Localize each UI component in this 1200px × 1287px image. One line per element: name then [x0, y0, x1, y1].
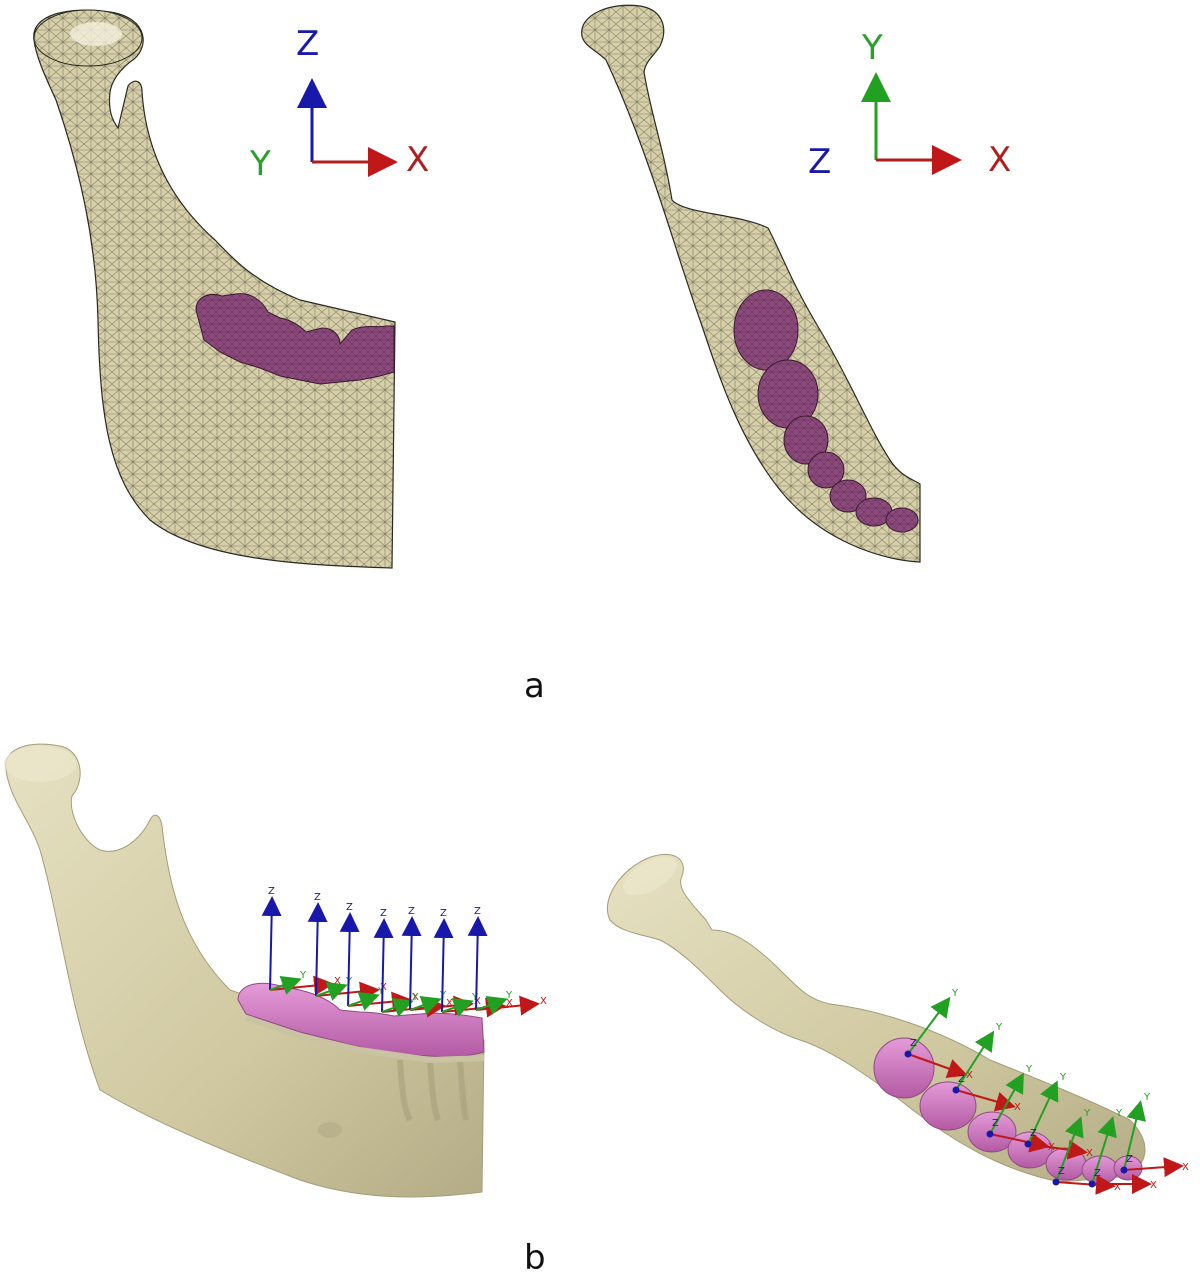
tooth-frame-y-label: Y: [505, 990, 513, 1001]
tooth-frame-x-axis: [1027, 1139, 1088, 1160]
tooth-frame-x-label: X: [506, 998, 513, 1009]
panel-a-left-axis-triad: [297, 78, 398, 177]
tooth-frame-z-axis: [373, 918, 394, 1013]
tooth-frame-y-axis: [1123, 1100, 1146, 1171]
tooth-frame-x-axis: [955, 1089, 1016, 1112]
panel-b-letter: b: [524, 1238, 546, 1278]
panel-b-right-tooth-frames: YXZYXZYXZYXZYXZYXZYXZ: [904, 988, 1189, 1195]
tooth-frame-origin: [1120, 1166, 1128, 1174]
panel-a-left-z-label: Z: [296, 24, 320, 64]
tooth-frame-origin: [1024, 1140, 1032, 1148]
tooth-frame-y-label: Y: [951, 988, 959, 999]
tooth-frame-z-label: Z: [346, 902, 353, 913]
tooth-frame-z-label: Z: [314, 892, 321, 903]
tooth-frame-y-axis: [269, 975, 302, 995]
tooth-frame-y-axis: [315, 981, 348, 1001]
tooth-frame-x-label: X: [446, 998, 453, 1009]
panel-b-right-solid-mandible: [606, 853, 1146, 1183]
tooth-frame-x-label: X: [1114, 1182, 1121, 1193]
tooth-frame-y-axis: [907, 996, 951, 1055]
tooth-frame-x-label: X: [966, 1070, 973, 1081]
panel-a-right-axis-triad: [861, 72, 962, 175]
tooth-frame-z-label: Z: [1094, 1168, 1101, 1179]
tooth-frame-z-axis: [339, 912, 360, 1007]
tooth-frame-x-label: X: [1150, 1180, 1157, 1191]
tooth-frame-z-label: Z: [1126, 1154, 1133, 1165]
tooth-frame-z-label: Z: [268, 886, 275, 897]
tooth-frame-z-label: Z: [910, 1038, 917, 1049]
tooth-frame-y-axis: [955, 1030, 995, 1091]
tooth-frame-x-label: X: [474, 996, 481, 1007]
panel-a-left-y-label: Y: [250, 144, 271, 184]
tooth-frame-origin: [1052, 1178, 1060, 1186]
tooth-frame-x-label: X: [1086, 1148, 1093, 1159]
tooth-frame-y-label: Y: [995, 1022, 1003, 1033]
panel-a-left-mesh-mandible: [33, 9, 396, 569]
tooth-frame-z-label: Z: [380, 908, 387, 919]
tooth-frame-origin: [1088, 1180, 1096, 1188]
tooth-frame-z-label: Z: [440, 908, 447, 919]
tooth-frame-y-label: Y: [1143, 1092, 1151, 1103]
panel-a-left-x-label: X: [406, 140, 430, 180]
panel-a-left-mesh-teeth: [195, 293, 395, 385]
tooth-frame-origin: [904, 1050, 912, 1058]
tooth-frame-z-axis: [261, 896, 282, 991]
tooth-frame-y-axis: [1055, 1116, 1084, 1183]
tooth-frame-x-axis: [1123, 1157, 1184, 1178]
tooth-frame-y-label: Y: [1025, 1064, 1033, 1075]
tooth-frame-z-label: Z: [1058, 1166, 1065, 1177]
tooth-frame-y-axis: [989, 1072, 1024, 1135]
tooth-frame-z-axis: [433, 918, 454, 1013]
panel-a-right-y-label: Y: [862, 28, 883, 68]
tooth-frame-y-label: Y: [1115, 1108, 1123, 1119]
tooth-frame-z-label: Z: [958, 1074, 965, 1085]
tooth-frame-x-label: X: [412, 992, 419, 1003]
tooth-frame-x-label: X: [1182, 1162, 1189, 1173]
panel-b-left-solid-mandible: [4, 743, 485, 1198]
tooth-frame-y-label: Y: [377, 986, 385, 997]
tooth-frame-x-label: X: [540, 996, 547, 1007]
tooth-frame-x-label: X: [1014, 1102, 1021, 1113]
tooth-frame-y-axis: [1027, 1080, 1059, 1145]
panel-a-right-x-label: X: [988, 140, 1012, 180]
tooth-frame-y-axis: [347, 991, 380, 1011]
panel-a-letter: a: [524, 666, 545, 706]
tooth-frame-y-label: Y: [1059, 1072, 1067, 1083]
tooth-frame-y-label: Y: [411, 992, 419, 1003]
tooth-frame-z-label: Z: [1030, 1128, 1037, 1139]
tooth-frame-y-label: Y: [1083, 1108, 1091, 1119]
tooth-frame-z-axis: [467, 916, 488, 1011]
tooth-frame-x-axis: [989, 1132, 1050, 1153]
tooth-frame-z-axis: [307, 902, 328, 997]
tooth-frame-origin: [986, 1130, 994, 1138]
tooth-frame-y-label: Y: [471, 992, 479, 1003]
tooth-frame-y-label: Y: [299, 970, 307, 981]
tooth-frame-z-label: Z: [992, 1118, 999, 1129]
tooth-frame-y-axis: [409, 995, 442, 1015]
tooth-frame-z-label: Z: [474, 906, 481, 917]
panel-a-right-mesh-mandible: [581, 4, 921, 563]
tooth-frame-x-axis: [1055, 1174, 1116, 1195]
tooth-frame-x-label: X: [334, 976, 341, 987]
tooth-frame-z-label: Z: [408, 906, 415, 917]
panel-a-right-mesh-teeth: [733, 289, 919, 533]
panel-a-right-z-label: Z: [808, 142, 832, 182]
tooth-frame-x-axis: [907, 1053, 968, 1079]
tooth-frame-y-axis: [475, 995, 508, 1015]
tooth-frame-y-axis: [441, 997, 474, 1017]
tooth-frame-y-axis: [1091, 1116, 1117, 1185]
panel-b-left-tooth-frames: ZXYZXYZXYZXYZXYZXYZXY: [261, 886, 547, 1018]
tooth-frame-y-axis: [381, 997, 414, 1017]
tooth-frame-origin: [952, 1086, 960, 1094]
tooth-frame-z-axis: [401, 916, 422, 1011]
